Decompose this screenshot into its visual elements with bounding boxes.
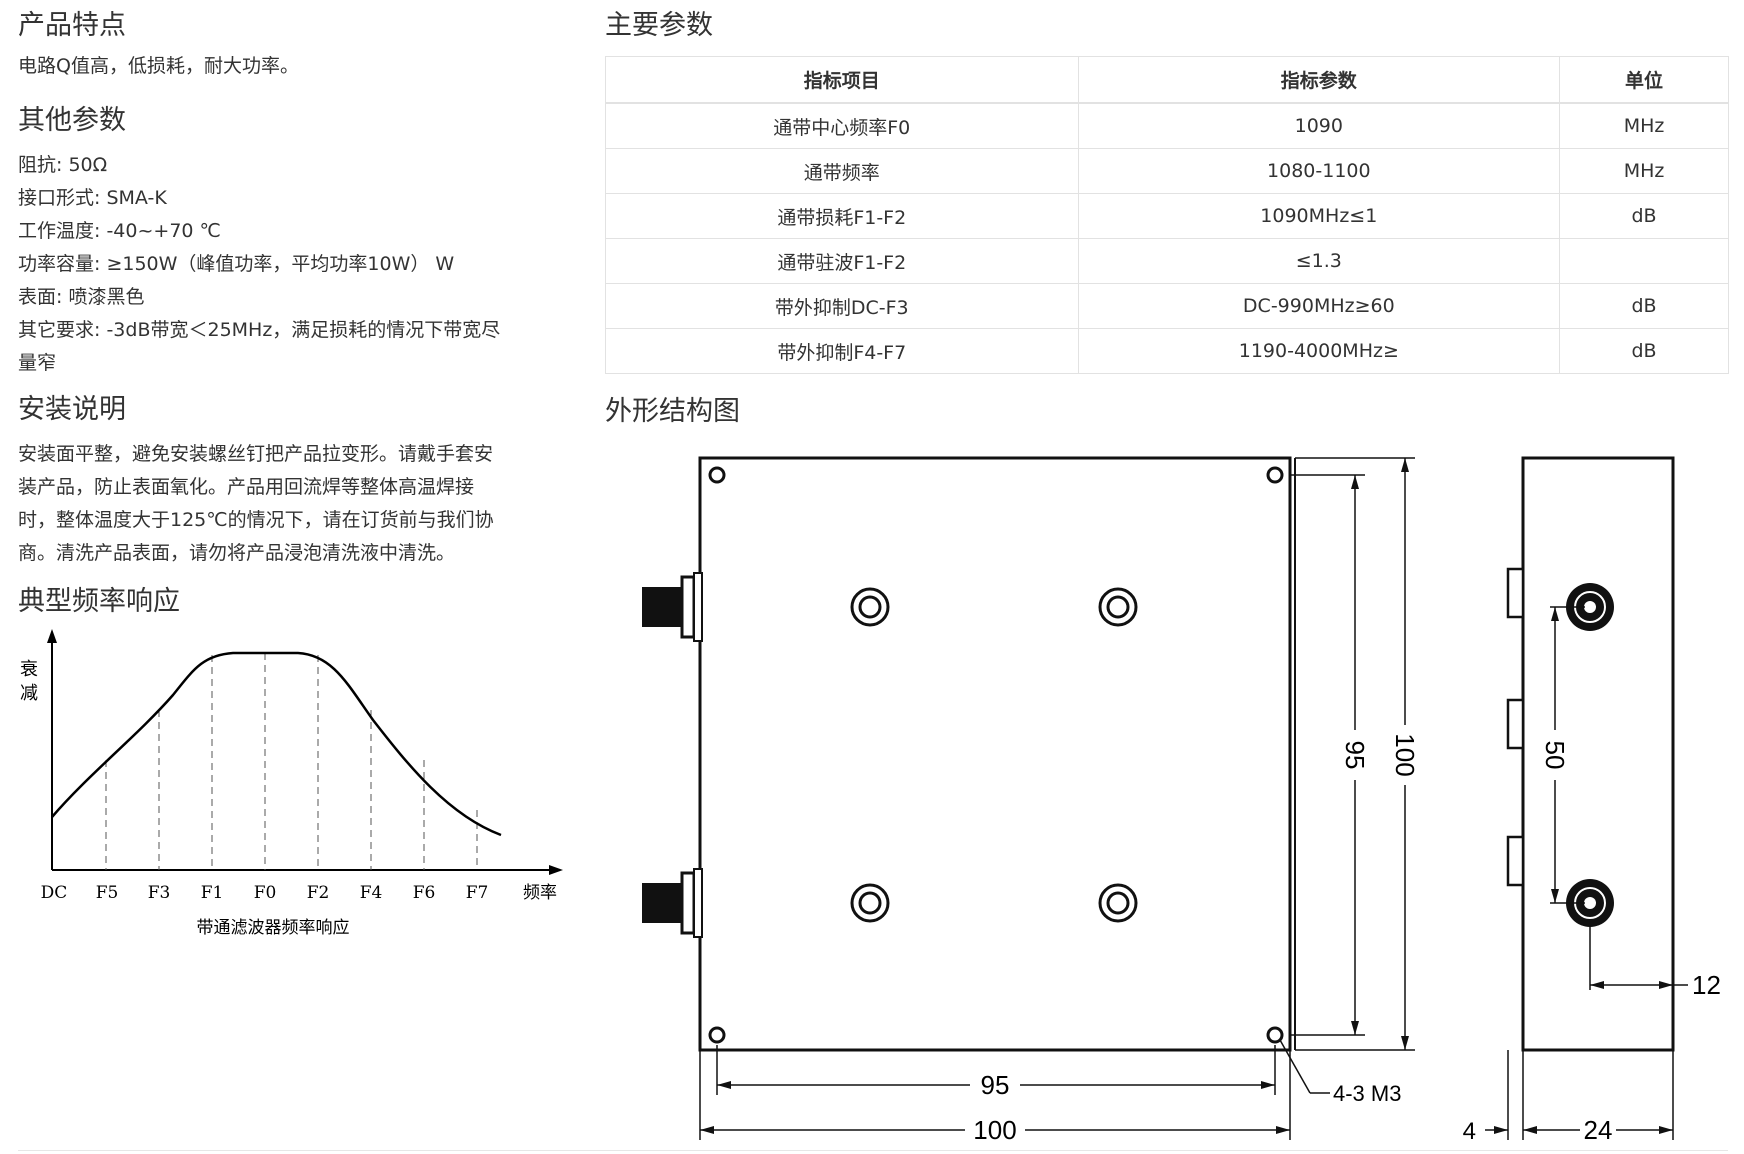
cell-value: 1090 bbox=[1077, 102, 1561, 149]
tick-f1: F1 bbox=[201, 883, 224, 903]
y-label-1: 衰 bbox=[20, 659, 38, 680]
response-caption: 带通滤波器频率响应 bbox=[197, 918, 350, 938]
bottom-divider bbox=[18, 1150, 1728, 1151]
dim-50: 50 bbox=[1540, 741, 1570, 770]
param-other-req: 其它要求: -3dB带宽＜25MHz，满足损耗的情况下带宽尽 bbox=[18, 319, 501, 341]
cell-unit: MHz bbox=[1559, 148, 1729, 194]
install-title: 安装说明 bbox=[18, 394, 126, 425]
dim-95-horizontal: 95 bbox=[981, 1070, 1010, 1100]
body-top-view bbox=[698, 456, 1292, 1052]
hole-note: 4-3 M3 bbox=[1333, 1081, 1401, 1106]
table-row: 带外抑制F4-F7 1190-4000MHz≥ dB bbox=[605, 328, 1729, 374]
tick-f0: F0 bbox=[254, 883, 277, 903]
mount-hole-icon bbox=[708, 466, 726, 484]
response-curve bbox=[51, 651, 502, 837]
install-line: 装产品，防止表面氧化。产品用回流焊等整体高温焊接 bbox=[18, 476, 475, 498]
tuning-screw-icon bbox=[1098, 587, 1138, 627]
sma-connector-icon bbox=[642, 572, 703, 642]
table-row: 通带中心频率F0 1090 MHz bbox=[605, 102, 1729, 149]
params-table: 指标项目 指标参数 单位 通带中心频率F0 1090 MHz 通带频率 1080… bbox=[605, 56, 1729, 374]
features-title: 产品特点 bbox=[18, 10, 126, 41]
right-column: 主要参数 指标项目 指标参数 单位 通带中心频率F0 1090 MHz 通带频率… bbox=[605, 0, 1730, 438]
param-power: 功率容量: ≥150W（峰值功率，平均功率10W） W bbox=[18, 253, 455, 275]
param-surface: 表面: 喷漆黑色 bbox=[18, 286, 145, 308]
mount-hole-icon bbox=[708, 1026, 726, 1044]
sma-connector-icon bbox=[642, 868, 703, 938]
install-line: 时，整体温度大于125℃的情况下，请在订货前与我们协 bbox=[18, 509, 494, 531]
cell-item: 通带中心频率F0 bbox=[605, 102, 1079, 149]
param-connector: 接口形式: SMA-K bbox=[18, 187, 167, 209]
tuning-screw-icon bbox=[1106, 595, 1130, 619]
cell-value: 1190-4000MHz≥ bbox=[1077, 328, 1561, 374]
table-row: 带外抑制DC-F3 DC-990MHz≥60 dB bbox=[605, 283, 1729, 329]
cell-unit: dB bbox=[1559, 193, 1729, 239]
tuning-screw-icon bbox=[858, 891, 882, 915]
header-unit: 单位 bbox=[1559, 56, 1729, 104]
frequency-response-figure: 衰 减 DC F5 F3 F1 F0 F2 F4 F6 F7 频率 带通滤波器频… bbox=[20, 629, 563, 938]
response-title: 典型频率响应 bbox=[18, 586, 180, 617]
cell-value: 1090MHz≤1 bbox=[1077, 193, 1561, 239]
cell-unit bbox=[1559, 238, 1729, 284]
install-line: 商。清洗产品表面，请勿将产品浸泡清洗液中清洗。 bbox=[18, 542, 456, 564]
table-row: 通带驻波F1-F2 ≤1.3 bbox=[605, 238, 1729, 284]
features-text: 电路Q值高，低损耗，耐大功率。 bbox=[18, 55, 299, 77]
tick-f5: F5 bbox=[96, 883, 119, 903]
cell-value: DC-990MHz≥60 bbox=[1077, 283, 1561, 329]
table-row: 通带频率 1080-1100 MHz bbox=[605, 148, 1729, 194]
dim-12: 12 bbox=[1692, 970, 1721, 1000]
tick-dc: DC bbox=[41, 883, 68, 903]
params-title: 主要参数 bbox=[605, 10, 713, 41]
cell-item: 通带损耗F1-F2 bbox=[605, 193, 1079, 239]
tick-f6: F6 bbox=[413, 883, 436, 903]
cell-item: 通带驻波F1-F2 bbox=[605, 238, 1079, 284]
header-value: 指标参数 bbox=[1077, 56, 1561, 104]
dim-95-vertical: 95 bbox=[1340, 741, 1370, 770]
tick-f7: F7 bbox=[466, 883, 489, 903]
mount-hole-icon bbox=[1266, 466, 1284, 484]
dim-100-horizontal: 100 bbox=[973, 1115, 1016, 1145]
x-unit-label: 频率 bbox=[523, 883, 557, 903]
x-axis-arrow bbox=[549, 865, 563, 875]
mount-hole-icon bbox=[1266, 1026, 1284, 1044]
cell-value: 1080-1100 bbox=[1077, 148, 1561, 194]
outline-drawing: 95 100 95 100 4-3 M3 bbox=[642, 456, 1721, 1145]
tick-f2: F2 bbox=[307, 883, 330, 903]
table-row: 通带损耗F1-F2 1090MHz≤1 dB bbox=[605, 193, 1729, 239]
header-item: 指标项目 bbox=[605, 56, 1079, 104]
tick-f4: F4 bbox=[360, 883, 383, 903]
side-connector-icon bbox=[1506, 567, 1525, 887]
cell-unit: dB bbox=[1559, 283, 1729, 329]
cell-unit: dB bbox=[1559, 328, 1729, 374]
dim-100-vertical: 100 bbox=[1390, 733, 1420, 776]
tuning-screw-icon bbox=[850, 587, 890, 627]
dim-4: 4 bbox=[1463, 1118, 1476, 1145]
param-temperature: 工作温度: -40~+70 ℃ bbox=[18, 220, 221, 242]
param-impedance: 阻抗: 50Ω bbox=[18, 154, 108, 176]
side-port-icon bbox=[1566, 583, 1614, 927]
y-axis-arrow bbox=[47, 629, 57, 643]
tuning-screw-icon bbox=[858, 595, 882, 619]
tick-f3: F3 bbox=[148, 883, 171, 903]
other-params-title: 其他参数 bbox=[18, 105, 126, 136]
tuning-screw-icon bbox=[1106, 891, 1130, 915]
cell-item: 通带频率 bbox=[605, 148, 1079, 194]
tuning-screw-icon bbox=[1098, 883, 1138, 923]
cell-unit: MHz bbox=[1559, 102, 1729, 149]
dim-24: 24 bbox=[1584, 1115, 1613, 1145]
other-params-list: 阻抗: 50Ω 接口形式: SMA-K 工作温度: -40~+70 ℃ 功率容量… bbox=[18, 149, 558, 380]
cell-value: ≤1.3 bbox=[1077, 238, 1561, 284]
cell-item: 带外抑制F4-F7 bbox=[605, 328, 1079, 374]
drawing-title: 外形结构图 bbox=[605, 396, 740, 427]
body-side-view bbox=[1521, 456, 1675, 1052]
left-column: 产品特点 电路Q值高，低损耗，耐大功率。 其他参数 阻抗: 50Ω 接口形式: … bbox=[18, 0, 558, 628]
table-header-row: 指标项目 指标参数 单位 bbox=[605, 56, 1729, 104]
cell-item: 带外抑制DC-F3 bbox=[605, 283, 1079, 329]
param-other-req-cont: 量窄 bbox=[18, 352, 57, 374]
install-line: 安装面平整，避免安装螺丝钉把产品拉变形。请戴手套安 bbox=[18, 443, 494, 465]
tuning-screw-icon bbox=[850, 883, 890, 923]
y-label-2: 减 bbox=[20, 683, 38, 704]
install-text: 安装面平整，避免安装螺丝钉把产品拉变形。请戴手套安 装产品，防止表面氧化。产品用… bbox=[18, 438, 548, 570]
